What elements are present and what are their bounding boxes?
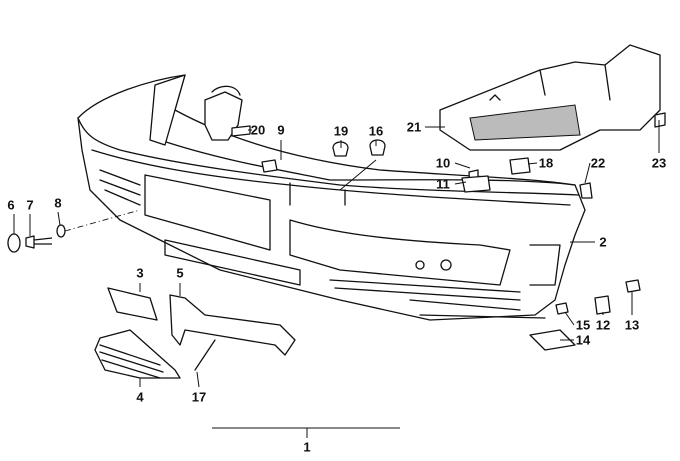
part-label-11: 11	[436, 176, 450, 192]
part-5-bracket	[169, 294, 296, 356]
part-label-14: 14	[575, 332, 591, 348]
part-label-16: 16	[368, 123, 384, 139]
part-4-grille	[94, 329, 181, 379]
undertray-panel	[439, 44, 661, 151]
part-label-18: 18	[538, 155, 554, 171]
part-label-8: 8	[54, 195, 62, 211]
bumper-bracket	[149, 74, 186, 146]
part-label-3: 3	[136, 265, 144, 281]
part-label-10: 10	[435, 155, 451, 171]
part-label-5: 5	[176, 265, 184, 281]
part-label-13: 13	[624, 317, 640, 333]
part-label-17: 17	[191, 389, 207, 405]
part-label-7: 7	[26, 197, 34, 213]
part-label-6: 6	[7, 197, 15, 213]
leader-lines	[13, 120, 660, 438]
part-3-cover	[107, 287, 158, 321]
part-label-1: 1	[303, 439, 311, 455]
part-label-21: 21	[406, 119, 422, 135]
part-label-20: 20	[250, 122, 266, 138]
small-parts	[7, 112, 666, 371]
part-label-22: 22	[590, 155, 606, 171]
part-label-19: 19	[333, 123, 349, 139]
part-label-12: 12	[595, 317, 611, 333]
part-label-2: 2	[599, 234, 607, 250]
part-label-9: 9	[277, 122, 285, 138]
bumper-cover	[77, 74, 586, 321]
part-label-15: 15	[575, 317, 591, 333]
part-label-4: 4	[136, 389, 144, 405]
part-label-23: 23	[651, 155, 667, 171]
